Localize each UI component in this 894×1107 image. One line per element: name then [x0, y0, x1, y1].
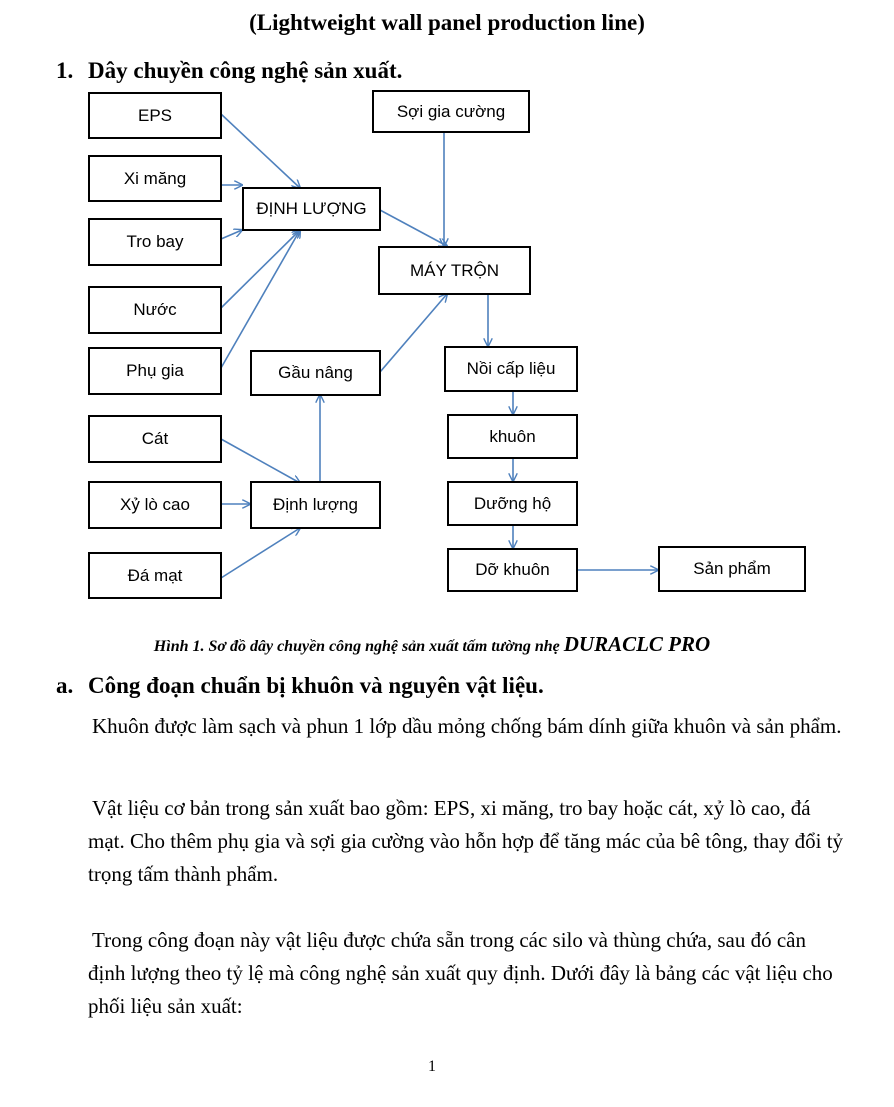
- figure-caption: Hình 1. Sơ đồ dây chuyền công nghệ sản x…: [0, 632, 864, 657]
- box-duong-ho: Dưỡng hộ: [447, 481, 578, 526]
- box-da-mat: Đá mạt: [88, 552, 222, 599]
- box-cat: Cát: [88, 415, 222, 463]
- figure-caption-brand: DURACLC PRO: [563, 632, 711, 656]
- box-tro-bay: Tro bay: [88, 218, 222, 266]
- box-dinh-luong-lower: Định lượng: [250, 481, 381, 529]
- arrow-nuoc-to-dinh-luong: [220, 230, 300, 309]
- box-san-pham: Sản phẩm: [658, 546, 806, 592]
- section-1-number: 1.: [56, 58, 74, 83]
- box-nuoc: Nước: [88, 286, 222, 334]
- arrow-tro-bay-to-dinh-luong: [220, 230, 242, 240]
- section-a-title: Công đoạn chuẩn bị khuôn và nguyên vật l…: [88, 673, 544, 698]
- section-a-heading: a. Công đoạn chuẩn bị khuôn và nguyên vật…: [56, 673, 544, 699]
- section-1-title: Dây chuyền công nghệ sản xuất.: [88, 58, 403, 83]
- paragraph-storage-dosing-text: Trong công đoạn này vật liệu được chứa s…: [88, 928, 833, 1018]
- box-eps: EPS: [88, 92, 222, 139]
- box-xi-mang: Xi măng: [88, 155, 222, 202]
- box-khuon: khuôn: [447, 414, 578, 459]
- paragraph-materials: Vật liệu cơ bản trong sản xuất bao gồm: …: [88, 792, 848, 891]
- paragraph-materials-text: Vật liệu cơ bản trong sản xuất bao gồm: …: [88, 796, 844, 886]
- box-may-tron: MÁY TRỘN: [378, 246, 531, 295]
- box-dinh-luong-upper: ĐỊNH LƯỢNG: [242, 187, 381, 231]
- production-flow-diagram: EPS Xi măng Tro bay Nước Phụ gia Cát Xỷ …: [88, 90, 894, 599]
- box-xy-lo-cao: Xỷ lò cao: [88, 481, 222, 529]
- paragraph-mold-cleaning: Khuôn được làm sạch và phun 1 lớp dầu mỏ…: [88, 710, 848, 743]
- page-number: 1: [428, 1058, 436, 1075]
- box-phu-gia: Phụ gia: [88, 347, 222, 395]
- box-soi-gia-cuong: Sợi gia cường: [372, 90, 530, 133]
- arrow-dinh-luong-to-may-tron: [379, 209, 447, 246]
- paragraph-mold-cleaning-text: Khuôn được làm sạch và phun 1 lớp dầu mỏ…: [92, 714, 842, 738]
- document-title: (Lightweight wall panel production line): [249, 10, 645, 35]
- arrow-phu-gia-to-dinh-luong: [220, 230, 300, 369]
- box-gau-nang: Gầu nâng: [250, 350, 381, 396]
- arrow-da-mat-to-dinh-luong-lower: [220, 528, 300, 579]
- figure-caption-text: Hình 1. Sơ đồ dây chuyền công nghệ sản x…: [153, 638, 560, 655]
- box-do-khuon: Dỡ khuôn: [447, 548, 578, 592]
- arrow-gau-nang-to-may-tron: [379, 294, 447, 373]
- paragraph-storage-dosing: Trong công đoạn này vật liệu được chứa s…: [88, 924, 848, 1023]
- section-a-number: a.: [56, 673, 74, 698]
- box-noi-cap-lieu: Nồi cấp liệu: [444, 346, 578, 392]
- arrow-eps-to-dinh-luong: [220, 113, 300, 188]
- flow-arrows: [220, 113, 894, 579]
- arrow-cat-to-dinh-luong-lower: [220, 438, 300, 483]
- section-1-heading: 1. Dây chuyền công nghệ sản xuất.: [56, 58, 402, 84]
